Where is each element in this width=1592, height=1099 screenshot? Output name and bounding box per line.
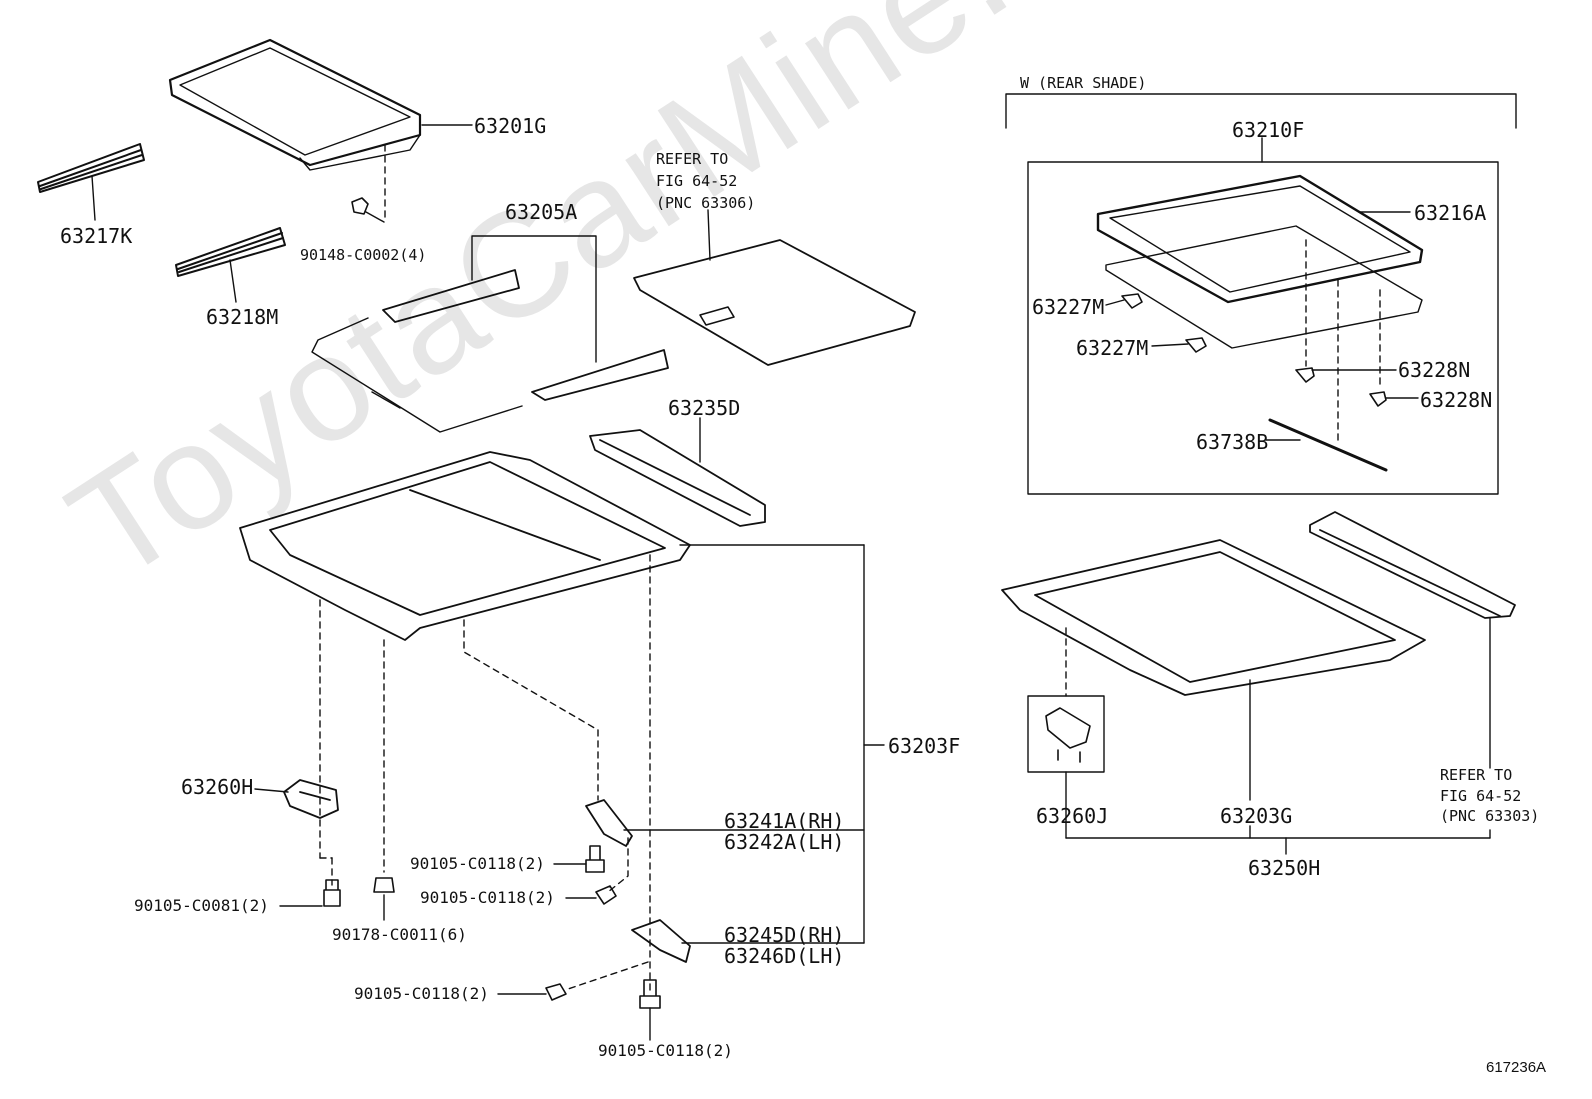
bolt-90105-b [595, 885, 617, 905]
label-63203G: 63203G [1220, 804, 1293, 828]
refer-upper-line1: REFER TO [656, 150, 729, 168]
bolt-90105-a [585, 845, 605, 873]
label-63227M-a: 63227M [1032, 295, 1105, 319]
label-63738B: 63738B [1196, 430, 1269, 454]
leader-refer-upper [707, 209, 711, 261]
refer-lower-line1: REFER TO [1440, 766, 1513, 784]
bolt-90105-c [545, 983, 567, 1001]
label-63260H: 63260H [181, 775, 254, 799]
strip-63738B [1268, 418, 1388, 472]
weatherstrip-63217K [37, 143, 145, 193]
shade-roll-rear [1309, 511, 1516, 619]
sunshade-upper [633, 239, 916, 366]
label-63242A: 63242A(LH) [724, 830, 845, 854]
label-63250H: 63250H [1248, 856, 1321, 880]
figure-id: 617236A [1486, 1059, 1547, 1076]
motor-63260H [283, 779, 339, 819]
refer-lower-line2: FIG 64-52 [1440, 787, 1522, 805]
label-63203F: 63203F [888, 734, 961, 758]
label-90105-c: 90105-C0118(2) [354, 984, 489, 1003]
label-63210F: 63210F [1232, 118, 1305, 142]
leader-63218M [229, 259, 237, 303]
refer-upper-line2: FIG 64-52 [656, 172, 738, 190]
label-63246D: 63246D(LH) [724, 944, 845, 968]
refer-upper-line3: (PNC 63306) [656, 194, 756, 212]
clip-63228N-a [1295, 367, 1315, 383]
clip-63228N-b [1369, 391, 1387, 407]
clip-90148 [351, 197, 369, 215]
rear-shade-header: W (REAR SHADE) [1020, 74, 1147, 92]
leader-63217K [91, 175, 96, 221]
bolt-90105-d [639, 979, 661, 1009]
rear-shade-bracket [1005, 93, 1517, 129]
label-90105-d: 90105-C0118(2) [598, 1041, 733, 1060]
label-63218M: 63218M [206, 305, 279, 329]
rear-shade-box [1027, 161, 1499, 495]
label-63201G: 63201G [474, 114, 547, 138]
label-63235D: 63235D [668, 396, 741, 420]
clip-63227M-b [1185, 337, 1207, 353]
clip-63227M-a [1121, 293, 1143, 309]
link-63241A [585, 799, 633, 847]
label-63245D: 63245D(RH) [724, 923, 845, 947]
label-90105-a: 90105-C0118(2) [410, 854, 545, 873]
label-63228N-b: 63228N [1420, 388, 1493, 412]
front-housing-63235D [589, 429, 766, 527]
frame-63203G [1001, 539, 1426, 696]
label-90178: 90178-C0011(6) [332, 925, 467, 944]
label-63217K: 63217K [60, 224, 133, 248]
label-90105-C0081: 90105-C0081(2) [134, 896, 269, 915]
drive-cables-63205A [311, 269, 669, 433]
label-63241A: 63241A(RH) [724, 809, 845, 833]
motor-63260J [1045, 707, 1091, 763]
label-63228N-a: 63228N [1398, 358, 1471, 382]
label-90105-b: 90105-C0118(2) [420, 888, 555, 907]
motor-box-63260J [1027, 695, 1105, 773]
seal-63216A [1096, 174, 1424, 304]
link-63245D [631, 919, 691, 963]
label-90148: 90148-C0002(4) [300, 246, 427, 264]
sunroof-frame-63203F [239, 451, 691, 641]
label-63205A: 63205A [505, 200, 578, 224]
label-63216A: 63216A [1414, 201, 1487, 225]
label-63260J: 63260J [1036, 804, 1109, 828]
refer-lower-line3: (PNC 63303) [1440, 807, 1540, 825]
bracket-63205A [471, 235, 597, 363]
bolt-90105-C0081 [323, 879, 341, 907]
glass-panel-63201G [168, 38, 422, 171]
nut-90178 [373, 877, 395, 893]
shade-panel-rear [1105, 225, 1423, 349]
deflector-63218M [175, 227, 286, 277]
label-63227M-b: 63227M [1076, 336, 1149, 360]
